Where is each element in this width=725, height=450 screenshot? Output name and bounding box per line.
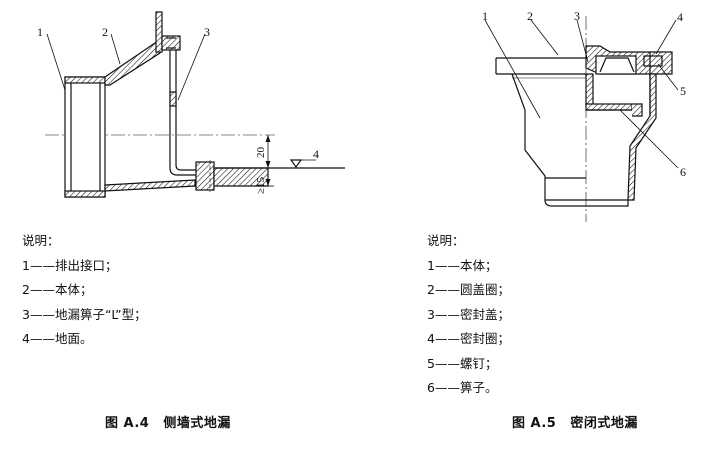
body-outline-left	[511, 73, 546, 200]
caption-a5-number: 图 A.5	[512, 416, 557, 431]
body-wall-right	[627, 73, 657, 201]
legend-a5-item-6: 6——箅子。	[427, 380, 498, 395]
outlet-wall-bottom	[64, 190, 106, 198]
body-bottom-wall	[104, 179, 196, 192]
figure-a5-drawing	[484, 16, 679, 222]
legend-a5: 说明： 1——本体； 2——圆盖圈； 3——密封盖； 4——密封圈； 5——螺钉…	[427, 229, 510, 401]
legend-a5-item-4: 4——密封圈；	[427, 331, 510, 346]
top-fitting	[161, 35, 181, 51]
callout-a4-1: 1	[37, 25, 43, 39]
legend-a5-title: 说明：	[427, 233, 465, 248]
callout-a4-3: 3	[204, 25, 210, 39]
outlet-wall-top	[64, 76, 106, 84]
leader-a5-6	[619, 109, 679, 169]
leader-a5-5	[657, 63, 679, 91]
figure-a4-drawing	[45, 11, 345, 198]
caption-a4-number: 图 A.4	[105, 416, 150, 431]
figure-a5-labels: 1 2 3 4 5 6	[482, 9, 686, 179]
caption-a5: 图 A.5 密闭式地漏	[512, 412, 652, 431]
leader-a5-4	[655, 19, 677, 55]
figure-a4-labels: 1 2 3 4 20 ≥15	[37, 25, 319, 194]
legend-a5-item-3: 3——密封盖；	[427, 306, 510, 322]
grate-section	[585, 103, 633, 111]
legend-a4-title: 说明：	[22, 233, 60, 248]
callout-a5-3: 3	[574, 9, 580, 23]
legend-a5-item-5: 5——螺钉；	[427, 355, 498, 371]
callout-a4-4: 4	[313, 147, 319, 161]
leader-2	[110, 33, 121, 65]
legend-a5-item-2: 2——圆盖圈；	[427, 282, 510, 297]
legend-a4-item-3: 3——地漏箅子“L”型；	[22, 306, 147, 322]
callout-a5-5: 5	[680, 84, 686, 98]
legend-a4: 说明： 1——排出接口； 2——本体； 3——地漏箅子“L”型； 4——地面。	[22, 229, 147, 352]
leader-a5-1	[484, 19, 541, 119]
wall-section	[155, 11, 163, 53]
callout-a5-4: 4	[677, 10, 683, 24]
callout-a5-1: 1	[482, 9, 488, 23]
legend-a4-item-2: 2——本体；	[22, 282, 93, 297]
legend-a5-item-1: 1——本体；	[427, 257, 498, 273]
dim-15: ≥15	[255, 176, 267, 194]
callout-a5-2: 2	[527, 9, 533, 23]
l-grate-outer	[169, 50, 200, 176]
seal-cover	[585, 73, 594, 107]
callout-a4-2: 2	[102, 25, 108, 39]
leader-1	[46, 33, 66, 91]
callout-a5-6: 6	[680, 165, 686, 179]
caption-a5-title: 密闭式地漏	[570, 416, 638, 431]
caption-a4: 图 A.4 侧墙式地漏	[105, 412, 245, 431]
leader-a5-3	[576, 19, 589, 63]
leader-3	[177, 33, 206, 101]
caption-a4-title: 侧墙式地漏	[163, 416, 231, 431]
leader-a5-2	[530, 19, 559, 56]
floor-fitting	[195, 161, 215, 191]
legend-a4-item-4: 4——地面。	[22, 331, 93, 346]
l-grate-inner	[175, 50, 200, 171]
dim-20: 20	[255, 147, 267, 159]
body-slanted-wall	[104, 42, 161, 86]
legend-a4-item-1: 1——排出接口；	[22, 257, 118, 273]
